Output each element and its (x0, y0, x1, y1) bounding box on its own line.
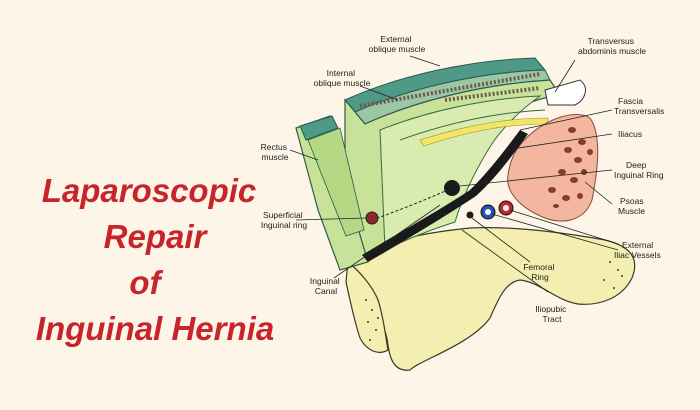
label-transversus: Transversus abdominis muscle (578, 36, 646, 56)
label-iliacus: Iliacus (618, 129, 642, 139)
femoral-ring (466, 211, 474, 219)
bone-texture (365, 261, 623, 341)
rectus-sheath (299, 115, 339, 141)
label-rectus: Rectus muscle (261, 142, 290, 162)
page-title: Laparoscopic Repair of Inguinal Hernia (0, 168, 290, 352)
inguinal-canal-band (362, 130, 528, 262)
label-external-oblique: External oblique muscle (369, 34, 426, 54)
transversus-tail (544, 79, 586, 106)
superficial-ring (365, 211, 379, 225)
label-psoas: Psoas Muscle (618, 196, 646, 216)
label-femoral-ring: Femoral Ring (523, 262, 557, 282)
title-line-3: of (129, 264, 161, 301)
rectus-inner (307, 127, 365, 237)
fascia-line (399, 109, 546, 141)
label-fascia: Fascia Transversalis (614, 96, 664, 116)
pelvic-bone (349, 227, 636, 371)
title-line-1: Laparoscopic (41, 172, 257, 209)
muscle-hatching (359, 72, 541, 108)
title-line-2: Repair (103, 218, 207, 255)
transversalis-layer (379, 95, 542, 251)
label-iliopubic-tract: Iliopubic Tract (535, 304, 569, 324)
inguinal-canal-path (371, 187, 453, 221)
psoas-muscle (507, 114, 599, 222)
pubic-bone (345, 260, 389, 353)
label-internal-oblique: Internal oblique muscle (314, 68, 371, 88)
external-iliac-vessels (480, 200, 514, 220)
label-inguinal-canal: Inguinal Canal (310, 276, 342, 296)
label-deep-ring: Deep Inguinal Ring (614, 160, 664, 180)
leader-lines (289, 55, 619, 293)
psoas-texture (548, 127, 593, 208)
title-line-4: Inguinal Hernia (35, 310, 275, 347)
deep-ring (444, 180, 460, 196)
label-superficial-ring: Superficial Inguinal ring (261, 210, 308, 230)
label-external-iliac: External Iliac Vessels (614, 240, 661, 260)
